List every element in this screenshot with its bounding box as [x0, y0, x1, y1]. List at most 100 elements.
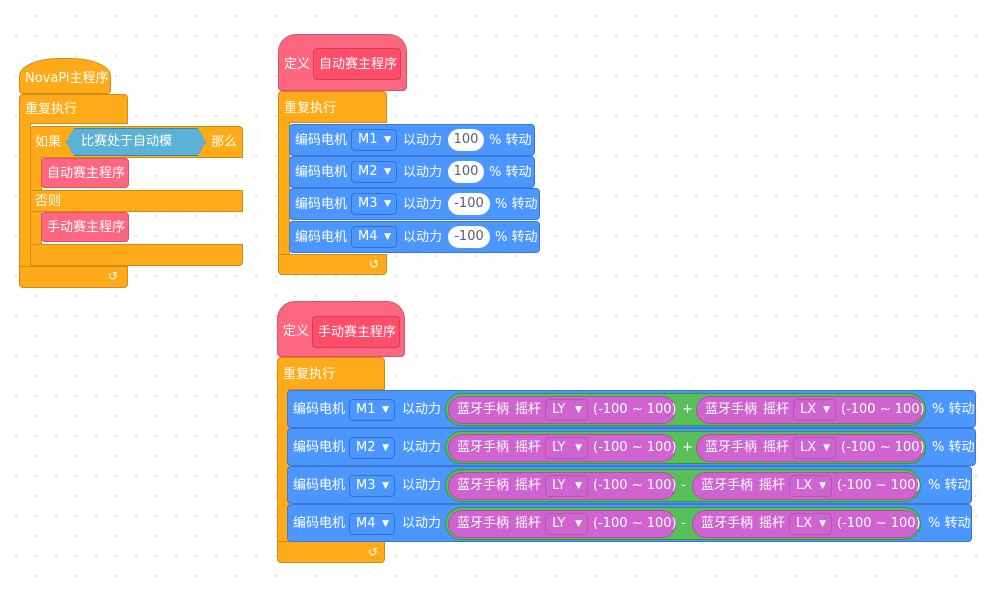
rotate-suffix: % 转动 — [932, 440, 975, 455]
motor-block-label: 编码电机 — [295, 197, 348, 212]
hat-label: NovaPi主程序 — [25, 71, 109, 86]
motor-block-m4[interactable]: 编码电机 M4▼ 以动力 -100 % 转动 — [289, 221, 540, 253]
forever-label: 重复执行 — [283, 367, 336, 382]
condition-auto-mode[interactable]: 比赛处于自动模式？ — [66, 128, 206, 156]
if-else-bottom — [30, 244, 243, 266]
power-value-input[interactable]: 100 — [448, 129, 484, 151]
motor-port-dropdown[interactable]: M2▼ — [349, 437, 395, 459]
chevron-down-icon: ▼ — [382, 519, 389, 529]
gamepad-label: 蓝牙手柄 — [457, 478, 510, 493]
motor-port-dropdown[interactable]: M4▼ — [351, 226, 397, 248]
define-label: 定义 — [284, 57, 311, 72]
motor-block-m1[interactable]: 编码电机 M1▼ 以动力 100 % 转动 — [289, 124, 535, 156]
call-auto-main-block[interactable]: 自动赛主程序 — [41, 158, 129, 188]
motor-block-m2[interactable]: 编码电机 M2▼ 以动力 100 % 转动 — [289, 156, 535, 188]
loop-arrow-icon: ↺ — [368, 545, 379, 559]
chevron-down-icon: ▼ — [575, 519, 582, 529]
operator-subtract-block[interactable]: 蓝牙手柄 摇杆 LY▼ (-100 ~ 100) - 蓝牙手柄 摇杆 LX▼ (… — [445, 469, 921, 502]
motor-port-dropdown[interactable]: M1▼ — [351, 129, 397, 151]
axis-dropdown[interactable]: LX▼ — [793, 399, 836, 421]
chevron-down-icon: ▼ — [384, 199, 391, 209]
proc-name-slot[interactable]: 手动赛主程序 — [312, 316, 400, 348]
operator-symbol: - — [681, 478, 686, 493]
define-auto-block[interactable]: 定义 自动赛主程序 — [278, 34, 407, 91]
power-label: 以动力 — [402, 440, 442, 455]
gamepad-label: 蓝牙手柄 — [457, 402, 510, 417]
operator-add-block[interactable]: 蓝牙手柄 摇杆 LY▼ (-100 ~ 100) + 蓝牙手柄 摇杆 LX▼ (… — [445, 393, 926, 426]
forever-block[interactable]: 重复执行 — [278, 91, 387, 123]
gamepad-label: 蓝牙手柄 — [701, 516, 754, 531]
gamepad-label: 蓝牙手柄 — [457, 440, 510, 455]
gamepad-label: 蓝牙手柄 — [705, 440, 758, 455]
forever-bottom: ↺ — [277, 541, 385, 563]
motor-block-m2[interactable]: 编码电机 M2▼ 以动力 蓝牙手柄 摇杆 LY▼ (-100 ~ 100) + … — [287, 428, 976, 466]
axis-dropdown[interactable]: LX▼ — [789, 513, 832, 535]
else-label: 否则 — [35, 194, 62, 209]
forever-label: 重复执行 — [284, 101, 337, 116]
motor-port-dropdown[interactable]: M3▼ — [351, 193, 397, 215]
axis-dropdown[interactable]: LY▼ — [545, 475, 588, 497]
operator-add-block[interactable]: 蓝牙手柄 摇杆 LY▼ (-100 ~ 100) + 蓝牙手柄 摇杆 LX▼ (… — [445, 431, 926, 464]
rotate-suffix: % 转动 — [489, 165, 532, 180]
range-label: (-100 ~ 100) — [593, 440, 677, 455]
motor-block-m3[interactable]: 编码电机 M3▼ 以动力 蓝牙手柄 摇杆 LY▼ (-100 ~ 100) - … — [287, 466, 972, 504]
gamepad-ly-reporter[interactable]: 蓝牙手柄 摇杆 LY▼ (-100 ~ 100) — [448, 434, 677, 462]
if-label: 如果 — [35, 135, 62, 150]
gamepad-lx-reporter[interactable]: 蓝牙手柄 摇杆 LX▼ (-100 ~ 100) — [696, 396, 925, 424]
motor-port-dropdown[interactable]: M4▼ — [349, 513, 395, 535]
chevron-down-icon: ▼ — [819, 481, 826, 491]
chevron-down-icon: ▼ — [819, 519, 826, 529]
range-label: (-100 ~ 100) — [841, 440, 925, 455]
stick-label: 摇杆 — [515, 516, 542, 531]
motor-block-m3[interactable]: 编码电机 M3▼ 以动力 -100 % 转动 — [289, 188, 540, 220]
gamepad-ly-reporter[interactable]: 蓝牙手柄 摇杆 LY▼ (-100 ~ 100) — [448, 510, 677, 538]
gamepad-ly-reporter[interactable]: 蓝牙手柄 摇杆 LY▼ (-100 ~ 100) — [448, 396, 677, 424]
rotate-suffix: % 转动 — [932, 402, 975, 417]
gamepad-label: 蓝牙手柄 — [701, 478, 754, 493]
power-value-input[interactable]: -100 — [448, 193, 490, 215]
define-manual-block[interactable]: 定义 手动赛主程序 — [277, 301, 405, 357]
axis-dropdown[interactable]: LX▼ — [793, 437, 836, 459]
range-label: (-100 ~ 100) — [841, 402, 925, 417]
motor-port-dropdown[interactable]: M1▼ — [349, 399, 395, 421]
call-manual-label: 手动赛主程序 — [47, 220, 126, 235]
forever-block[interactable]: 重复执行 — [277, 357, 385, 390]
chevron-down-icon: ▼ — [575, 405, 582, 415]
motor-block-m4[interactable]: 编码电机 M4▼ 以动力 蓝牙手柄 摇杆 LY▼ (-100 ~ 100) - … — [287, 504, 972, 542]
range-label: (-100 ~ 100) — [593, 478, 677, 493]
power-label: 以动力 — [402, 478, 442, 493]
forever-label: 重复执行 — [25, 102, 78, 117]
gamepad-lx-reporter[interactable]: 蓝牙手柄 摇杆 LX▼ (-100 ~ 100) — [692, 472, 921, 500]
motor-port-dropdown[interactable]: M3▼ — [349, 475, 395, 497]
axis-dropdown[interactable]: LY▼ — [545, 513, 588, 535]
axis-dropdown[interactable]: LX▼ — [789, 475, 832, 497]
axis-dropdown[interactable]: LY▼ — [545, 399, 588, 421]
loop-arrow-icon: ↺ — [108, 269, 119, 283]
power-label: 以动力 — [403, 165, 443, 180]
novapi-hat-block[interactable]: NovaPi主程序 — [19, 58, 111, 94]
forever-block[interactable]: 重复执行 — [19, 94, 128, 124]
chevron-down-icon: ▼ — [823, 405, 830, 415]
proc-name-label: 手动赛主程序 — [318, 325, 397, 340]
proc-name-slot[interactable]: 自动赛主程序 — [313, 48, 401, 80]
chevron-down-icon: ▼ — [384, 232, 391, 242]
power-value-input[interactable]: -100 — [448, 226, 490, 248]
axis-dropdown[interactable]: LY▼ — [545, 437, 588, 459]
gamepad-lx-reporter[interactable]: 蓝牙手柄 摇杆 LX▼ (-100 ~ 100) — [696, 434, 925, 462]
chevron-down-icon: ▼ — [823, 443, 830, 453]
range-label: (-100 ~ 100) — [837, 516, 921, 531]
call-manual-main-block[interactable]: 手动赛主程序 — [41, 212, 129, 242]
operator-subtract-block[interactable]: 蓝牙手柄 摇杆 LY▼ (-100 ~ 100) - 蓝牙手柄 摇杆 LX▼ (… — [445, 507, 921, 540]
motor-block-m1[interactable]: 编码电机 M1▼ 以动力 蓝牙手柄 摇杆 LY▼ (-100 ~ 100) + … — [287, 390, 976, 428]
power-label: 以动力 — [403, 230, 443, 245]
power-value-input[interactable]: 100 — [448, 161, 484, 183]
motor-port-dropdown[interactable]: M2▼ — [351, 161, 397, 183]
motor-block-label: 编码电机 — [293, 516, 346, 531]
gamepad-ly-reporter[interactable]: 蓝牙手柄 摇杆 LY▼ (-100 ~ 100) — [448, 472, 677, 500]
power-label: 以动力 — [402, 516, 442, 531]
rotate-suffix: % 转动 — [928, 478, 971, 493]
power-label: 以动力 — [403, 133, 443, 148]
gamepad-lx-reporter[interactable]: 蓝牙手柄 摇杆 LX▼ (-100 ~ 100) — [692, 510, 921, 538]
stick-label: 摇杆 — [515, 440, 542, 455]
forever-bottom: ↺ — [278, 254, 387, 275]
